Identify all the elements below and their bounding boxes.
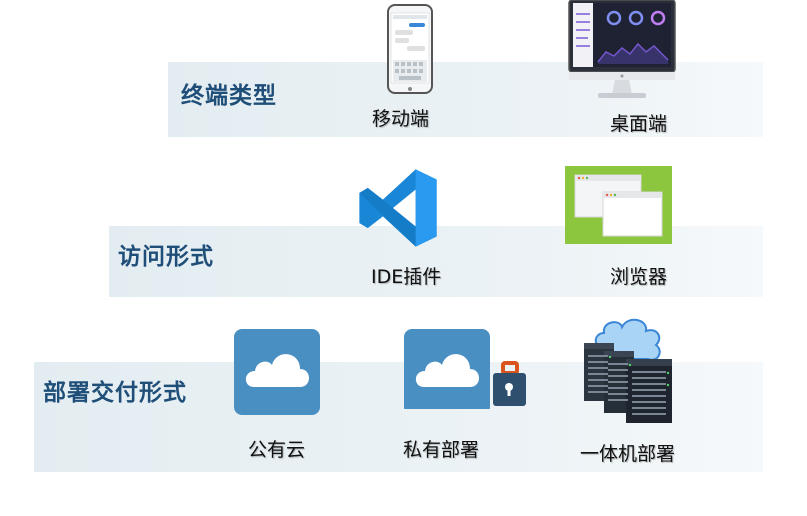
label-browser: 浏览器: [610, 266, 668, 288]
server-rack-cloud-icon: [584, 318, 672, 423]
label-public-cloud: 公有云: [248, 439, 306, 461]
vscode-logo-icon: [359, 169, 437, 247]
label-private-deployment: 私有部署: [403, 439, 480, 461]
mobile-phone-icon: [387, 4, 433, 94]
row-title-deployment-form: 部署交付形式: [43, 380, 187, 406]
cloud-icon: [234, 329, 320, 415]
row-title-access-form: 访问形式: [118, 244, 214, 270]
desktop-monitor-icon: [568, 0, 676, 98]
cloud-lock-icon: [404, 329, 526, 409]
label-mobile: 移动端: [372, 108, 430, 130]
label-all-in-one: 一体机部署: [580, 443, 676, 465]
row-title-terminal-type: 终端类型: [181, 83, 277, 109]
label-desktop: 桌面端: [610, 113, 668, 135]
browser-windows-icon: [565, 166, 672, 244]
label-ide-plugin: IDE插件: [371, 266, 442, 288]
